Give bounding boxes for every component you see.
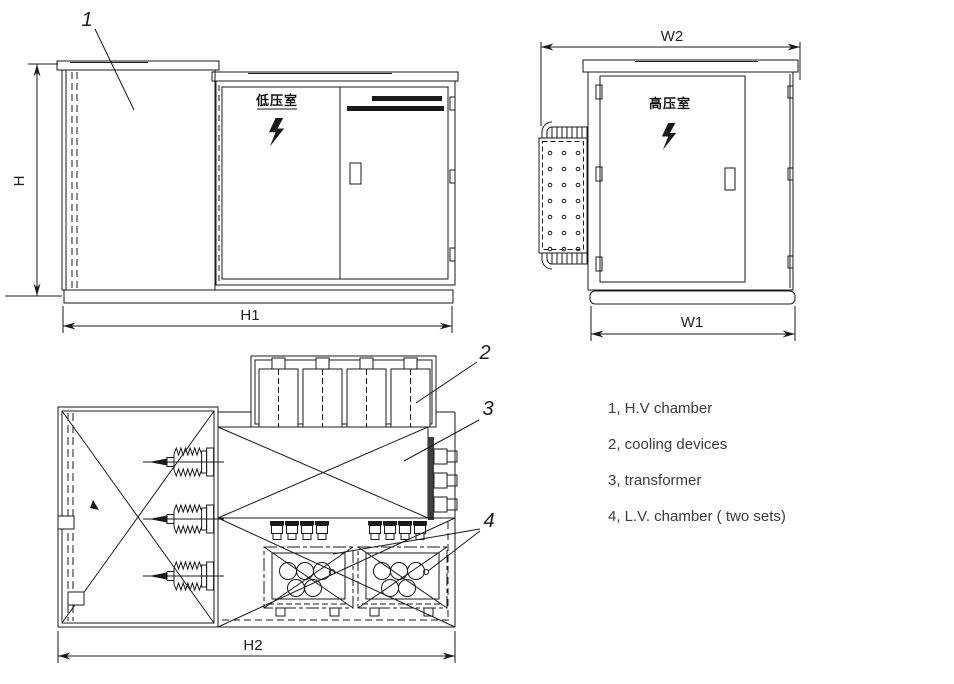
door-handle [724,167,736,191]
callout-3-label: 3 [482,398,493,420]
side-roof [582,59,799,73]
door-hinge [595,84,603,100]
louver-bar [347,106,444,111]
callout-2: 2 [415,342,491,404]
dimension-w2: W2 [540,28,801,126]
side-cabinet: 高压室 [587,71,794,291]
plan-hv-bushings [142,447,225,591]
plan-cooling-devices [250,355,437,428]
hv-room-label: 高压室 [649,96,691,111]
hv-bushing [142,561,225,591]
lightning-bolt-icon [661,123,677,150]
callout-1-label: 1 [81,9,92,31]
plan-terminal-blocks [428,437,458,520]
door-hinge [595,256,603,272]
front-view: 低压室 H H1 1 [5,9,459,333]
callout-4: 4 [332,510,495,572]
callout-1: 1 [81,9,135,111]
lightning-bolt-icon [268,118,285,147]
lv-terminals [269,520,428,540]
side-view: 高压室 W2 [538,28,801,341]
door-handle [349,162,362,185]
dim-h-label: H [11,176,28,187]
lv-room-label: 低压室 [255,93,298,108]
lv-chamber-box [263,546,354,617]
front-base [63,289,454,304]
louver-bar [372,96,442,101]
plan-transformer [217,411,456,627]
hv-bushing [142,504,225,534]
plan-view: H2 2 3 4 [57,342,495,663]
legend-item-cooling-devices: 2, cooling devices [608,436,727,453]
legend-item-lv-chamber: 4, L.V. chamber ( two sets) [608,508,786,525]
side-base [589,290,796,305]
callout-4-label: 4 [483,510,494,532]
dim-w1-label: W1 [681,314,704,331]
plan-hv-chamber [57,406,219,628]
dimension-h: H [5,63,62,297]
callout-2-label: 2 [478,342,490,364]
callout-3: 3 [403,398,494,462]
dimension-h2: H2 [57,631,456,663]
plan-lv-region [217,517,456,628]
legend-item-transformer: 3, transformer [608,472,701,489]
lv-chamber-box [357,546,448,617]
front-roof [56,60,459,82]
dim-h1-label: H1 [240,307,259,324]
legend: 1, H.V chamber 2, cooling devices 3, tra… [608,400,786,525]
front-lv-cabinet: 低压室 [215,80,456,286]
dimension-h1: H1 [62,306,453,333]
legend-item-hv-chamber: 1, H.V chamber [608,400,712,417]
dimension-w1: W1 [590,306,796,341]
side-radiator [538,121,588,270]
dim-w2-label: W2 [661,28,684,45]
dim-h2-label: H2 [243,637,262,654]
front-hv-cabinet [61,69,216,291]
hv-bushing [142,447,225,477]
door-hinge [595,166,603,182]
